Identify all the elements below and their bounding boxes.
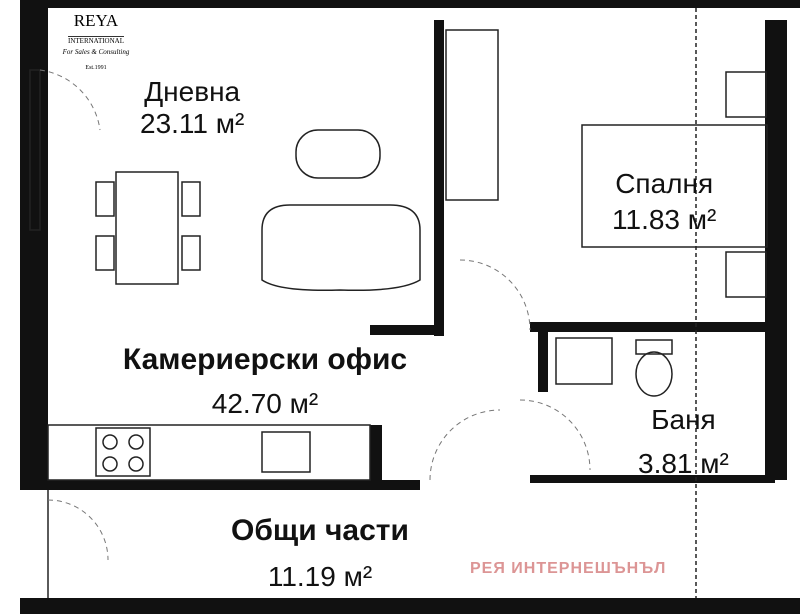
logo-est: Est.1991: [85, 65, 107, 71]
room-area: 11.19 м²: [267, 561, 373, 592]
sofa: [261, 204, 421, 292]
room-name: Баня: [651, 404, 716, 435]
kitchen-end: [370, 425, 382, 480]
room-name: Дневна: [144, 76, 241, 107]
chair: [181, 181, 201, 217]
door-swing: [519, 399, 591, 471]
coffee-table: [295, 129, 381, 179]
bedroom-label: Спалня 11.83 м²: [612, 166, 716, 238]
reya-logo: REYA INTERNATIONAL For Sales & Consultin…: [56, 11, 136, 71]
logo-tagline: For Sales & Consulting: [62, 48, 130, 56]
dining-table: [115, 171, 179, 285]
office-label: Камериерски офис 42.70 м²: [60, 338, 470, 426]
wall-bath-left: [538, 322, 548, 392]
wardrobe: [445, 29, 499, 201]
door-swing: [39, 69, 101, 131]
wall-right: [765, 20, 787, 480]
wall-bath-bottom: [530, 475, 775, 483]
room-name: Камериерски офис: [122, 343, 408, 376]
living-room-label: Дневна 23.11 м²: [140, 76, 244, 140]
cooktop: [95, 427, 151, 477]
chair: [95, 235, 115, 271]
bath-sink: [555, 337, 613, 385]
nightstand-top: [725, 71, 767, 118]
wall-top: [20, 0, 800, 8]
watermark: РЕЯ ИНТЕРНЕШЪНЪЛ: [470, 560, 667, 577]
logo-name: REYA: [73, 11, 119, 30]
room-area: 11.83 м²: [612, 204, 717, 235]
wall-left: [20, 0, 48, 490]
nightstand-bottom: [725, 251, 767, 298]
room-area: 23.11 м²: [140, 108, 245, 139]
bathroom-label: Баня 3.81 м²: [638, 398, 729, 486]
toilet: [635, 351, 673, 397]
wall-common-top: [20, 480, 420, 490]
door-swing: [47, 499, 109, 561]
logo-sub: INTERNATIONAL: [68, 36, 124, 45]
bed: [581, 124, 768, 248]
wall-bath-top: [530, 322, 775, 332]
room-area: 3.81 м²: [638, 448, 729, 479]
chair: [95, 181, 115, 217]
kitchen-sink: [261, 431, 311, 473]
common-area-label: Общи части 11.19 м²: [180, 508, 460, 600]
room-area: 42.70 м²: [211, 388, 319, 419]
window-left: [29, 69, 41, 231]
room-name: Спалня: [615, 168, 714, 199]
kitchen-counter: [47, 424, 371, 481]
door-swing: [459, 259, 531, 331]
chair: [181, 235, 201, 271]
wall-living-bottom: [370, 325, 444, 335]
door-swing: [429, 409, 501, 481]
wall-bottom: [20, 598, 800, 614]
wall-living-right: [434, 20, 444, 336]
room-name: Общи части: [231, 514, 409, 547]
